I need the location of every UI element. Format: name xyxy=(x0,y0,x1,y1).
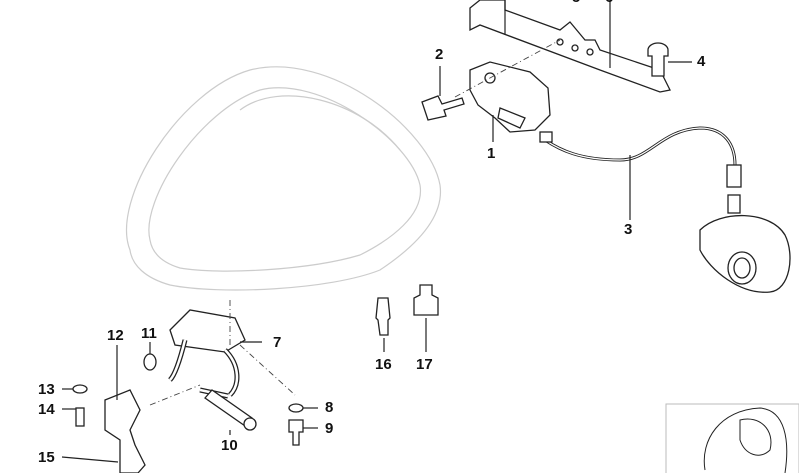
callout-4: 4 xyxy=(697,53,706,70)
callout-10: 10 xyxy=(221,437,238,454)
o-ring-11 xyxy=(143,353,157,371)
callout-17: 17 xyxy=(416,356,433,373)
callout-9: 9 xyxy=(325,420,334,437)
stopper-16 xyxy=(375,297,391,336)
callout-15: 15 xyxy=(38,449,55,466)
callout-5: 5 xyxy=(572,0,580,5)
callout-11: 11 xyxy=(141,325,157,342)
bolt-2 xyxy=(421,95,465,121)
screw-9 xyxy=(288,419,304,446)
callout-14: 14 xyxy=(38,401,55,418)
overview-thumbnail xyxy=(665,403,799,473)
callout-7: 7 xyxy=(273,334,282,351)
callout-6: 6 xyxy=(605,0,613,5)
callout-1: 1 xyxy=(487,145,496,162)
washer-13 xyxy=(72,384,88,394)
callout-2: 2 xyxy=(435,46,444,63)
screw-14 xyxy=(75,407,85,427)
callout-13: 13 xyxy=(38,381,55,398)
release-cable xyxy=(539,126,742,188)
hinge-bracket xyxy=(168,309,246,399)
hood-latch xyxy=(469,61,551,133)
washer-8 xyxy=(288,403,304,413)
hinge-12 xyxy=(104,389,146,473)
buffer-17 xyxy=(413,284,439,316)
callout-12: 12 xyxy=(107,327,124,344)
leader-lines xyxy=(61,0,692,463)
bolt-10 xyxy=(204,389,257,431)
callout-8: 8 xyxy=(325,399,334,416)
callout-16: 16 xyxy=(375,356,392,373)
callout-3: 3 xyxy=(624,221,633,238)
release-handle xyxy=(699,194,791,293)
hood-outline xyxy=(125,66,442,291)
bolt-4 xyxy=(647,42,669,77)
